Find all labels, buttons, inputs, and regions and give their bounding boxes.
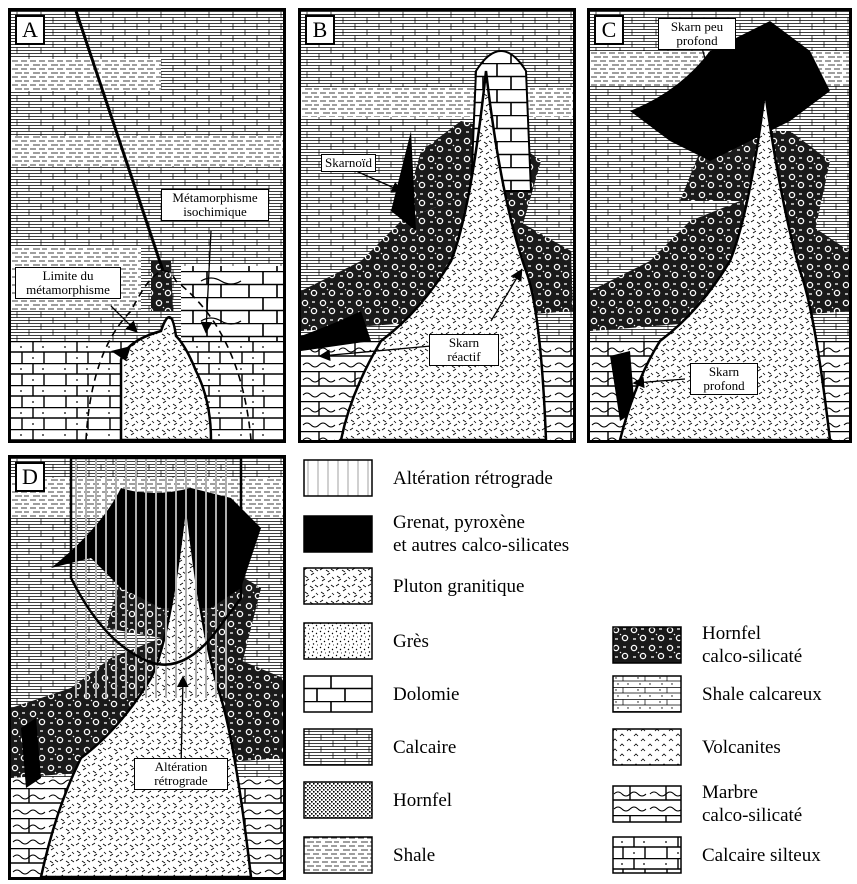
- legend-item-grenat: Grenat, pyroxèneet autres calco-silicate…: [303, 511, 569, 557]
- panel-b-label: B: [305, 15, 335, 45]
- legend-item-hornfel: Hornfel: [303, 781, 452, 819]
- legend-item-volcanites: Volcanites: [612, 728, 781, 766]
- legend-item-marbre-calco-silicate: Marbrecalco-silicaté: [612, 781, 802, 827]
- panel-a: A Métamorphisme isochimique Limite du mé…: [8, 8, 286, 443]
- legend-label-hornfel: Hornfel: [393, 789, 452, 812]
- callout-skarn-profond: Skarn profond: [690, 363, 758, 395]
- legend-item-gres: Grès: [303, 622, 429, 660]
- calcaire-swatch: [303, 728, 373, 766]
- legend-item-alteration-retrograde: Altération rétrograde: [303, 459, 553, 497]
- callout-metamorphisme-isochimique: Métamorphisme isochimique: [161, 189, 269, 221]
- hornfel-calco-silicate-swatch: [612, 626, 682, 664]
- volcanites-swatch: [612, 728, 682, 766]
- calcaire-silteux-swatch: [612, 836, 682, 874]
- gres-swatch: [303, 622, 373, 660]
- panel-c-label: C: [594, 15, 624, 45]
- panel-d-drawing: [11, 458, 283, 877]
- legend-label-hornfel-calco-silicate: Hornfelcalco-silicaté: [702, 622, 802, 668]
- callout-skarn-reactif: Skarn réactif: [429, 334, 499, 366]
- marbre-calco-silicate-swatch: [612, 785, 682, 823]
- legend-label-marbre-calco-silicate: Marbrecalco-silicaté: [702, 781, 802, 827]
- legend-item-calcaire-silteux: Calcaire silteux: [612, 836, 821, 874]
- legend-label-gres: Grès: [393, 630, 429, 653]
- callout-skarn-peu-profond: Skarn peu profond: [658, 18, 736, 50]
- legend-label-shale-calcareux: Shale calcareux: [702, 683, 822, 706]
- panel-c: C Skarn peu profond Skarn profond: [587, 8, 852, 443]
- legend-label-volcanites: Volcanites: [702, 736, 781, 759]
- legend-item-shale-calcareux: Shale calcareux: [612, 675, 822, 713]
- grenat-swatch: [303, 515, 373, 553]
- panel-d: D Altération rétrograde: [8, 455, 286, 880]
- legend-item-calcaire: Calcaire: [303, 728, 456, 766]
- hornfel-swatch: [303, 781, 373, 819]
- panel-a-label: A: [15, 15, 45, 45]
- legend-label-dolomie: Dolomie: [393, 683, 460, 706]
- panel-a-drawing: [11, 11, 283, 440]
- panel-d-label: D: [15, 462, 45, 492]
- legend-label-grenat-line2: et autres calco-silicates: [393, 535, 569, 556]
- dolomie-swatch: [303, 675, 373, 713]
- legend-item-pluton: Pluton granitique: [303, 567, 524, 605]
- callout-skarnoid: Skarnoïd: [321, 154, 376, 172]
- legend-label-grenat-line1: Grenat, pyroxène: [393, 512, 525, 533]
- panel-b: B Skarnoïd Skarn réactif: [298, 8, 576, 443]
- legend-item-hornfel-calco-silicate: Hornfelcalco-silicaté: [612, 622, 802, 668]
- alteration-retrograde-swatch: [303, 459, 373, 497]
- legend-label-marbre-line2: calco-silicaté: [702, 805, 802, 826]
- legend-label-calcaire: Calcaire: [393, 736, 456, 759]
- legend-label-grenat: Grenat, pyroxèneet autres calco-silicate…: [393, 511, 569, 557]
- legend-label-calcaire-silteux: Calcaire silteux: [702, 844, 821, 867]
- legend-item-shale: Shale: [303, 836, 435, 874]
- callout-limite-metamorphisme: Limite du métamorphisme: [15, 267, 121, 299]
- panel-b-drawing: [301, 11, 573, 440]
- pluton-swatch: [303, 567, 373, 605]
- shale-swatch: [303, 836, 373, 874]
- callout-alteration-retrograde: Altération rétrograde: [134, 758, 228, 790]
- legend-label-shale: Shale: [393, 844, 435, 867]
- legend-label-marbre-line1: Marbre: [702, 782, 758, 803]
- shale-calcareux-swatch: [612, 675, 682, 713]
- legend-label-hornfel-cs-line1: Hornfel: [702, 623, 761, 644]
- legend-item-dolomie: Dolomie: [303, 675, 460, 713]
- legend-label-alteration-retrograde: Altération rétrograde: [393, 467, 553, 490]
- legend-label-pluton: Pluton granitique: [393, 575, 524, 598]
- legend-label-hornfel-cs-line2: calco-silicaté: [702, 646, 802, 667]
